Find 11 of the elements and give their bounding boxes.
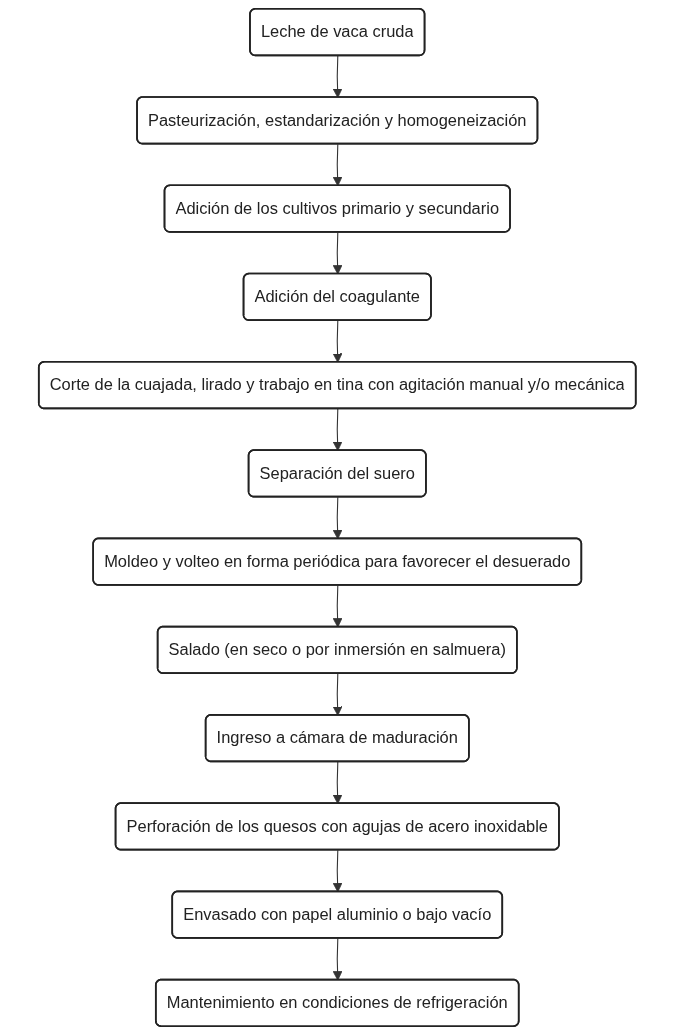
arrow [332, 673, 343, 716]
arrow [332, 231, 343, 275]
arrow [332, 937, 343, 981]
arrow [332, 849, 343, 893]
arrow [332, 408, 343, 452]
arrow [332, 320, 343, 363]
arrow [332, 143, 343, 187]
arrow [332, 584, 343, 628]
arrow [332, 496, 343, 540]
arrow [332, 761, 343, 805]
arrow [332, 55, 343, 98]
